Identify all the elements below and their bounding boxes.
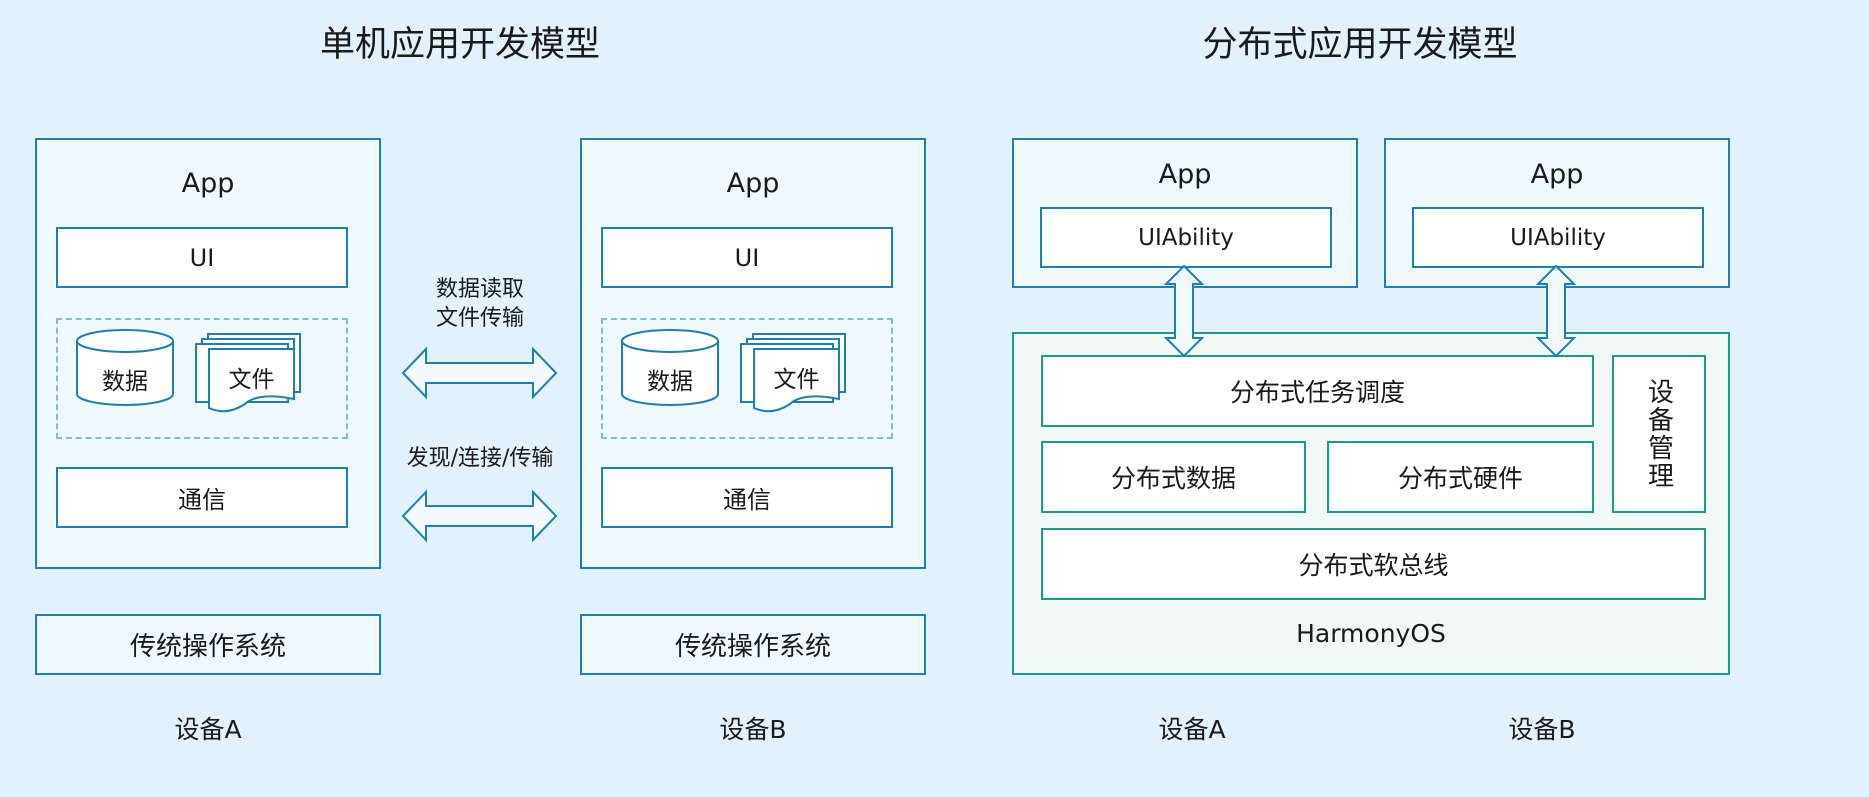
dist-device-a-label: 设备A: [1158, 715, 1226, 744]
uiability-box: UIAbility: [1040, 207, 1332, 268]
storage-icons: [621, 329, 846, 413]
dist-device-b-app-panel: App UIAbility: [1384, 138, 1730, 288]
double-arrow-top-icon: [401, 346, 558, 400]
document-stack-icon: [740, 333, 846, 413]
storage-icons: [76, 329, 301, 413]
traditional-os-box: 传统操作系统: [580, 614, 926, 675]
harmonyos-panel: 分布式任务调度 分布式数据 分布式硬件 设备管理 分布式软总线 HarmonyO…: [1012, 332, 1730, 675]
data-label: 数据: [647, 369, 693, 395]
device-a-label: 设备A: [174, 715, 242, 744]
discovery-connection-label: 发现/连接/传输: [406, 446, 554, 471]
communication-box: 通信: [56, 467, 348, 528]
file-label: 文件: [773, 367, 820, 393]
communication-box: 通信: [601, 467, 893, 528]
distributed-data-box: 分布式数据: [1041, 441, 1306, 513]
storage-group: [601, 318, 893, 439]
app-label: App: [1158, 159, 1212, 190]
device-management-box: 设备管理: [1612, 355, 1706, 513]
ui-box: UI: [601, 227, 893, 288]
device-b-app-panel: App UI 数据 文件 通信: [580, 138, 926, 569]
file-label: 文件: [228, 367, 275, 393]
device-a-app-panel: App UI 数据 文件 通信: [35, 138, 381, 569]
file-transfer-label: 文件传输: [435, 306, 524, 331]
data-transfer-label: 数据读取 文件传输: [380, 275, 580, 333]
database-icon: [76, 329, 174, 406]
double-arrow-bottom-icon: [401, 489, 558, 543]
task-scheduling-box: 分布式任务调度: [1041, 355, 1594, 427]
app-label: App: [181, 168, 235, 199]
uiability-box: UIAbility: [1412, 207, 1704, 268]
document-stack-icon: [195, 333, 301, 413]
dist-device-b-label: 设备B: [1508, 715, 1576, 744]
soft-bus-box: 分布式软总线: [1041, 528, 1706, 600]
device-b-label: 设备B: [719, 715, 787, 744]
distributed-hardware-box: 分布式硬件: [1327, 441, 1594, 513]
storage-group: [56, 318, 348, 439]
distributed-model-title: 分布式应用开发模型: [1202, 25, 1518, 65]
harmonyos-label: HarmonyOS: [1296, 619, 1446, 648]
data-read-label: 数据读取: [435, 277, 524, 302]
traditional-os-box: 传统操作系统: [35, 614, 381, 675]
dist-device-a-app-panel: App UIAbility: [1012, 138, 1358, 288]
data-label: 数据: [102, 369, 148, 395]
database-icon: [621, 329, 719, 406]
standalone-model-title: 单机应用开发模型: [319, 25, 600, 65]
ui-box: UI: [56, 227, 348, 288]
app-label: App: [1530, 159, 1584, 190]
app-label: App: [726, 168, 780, 199]
